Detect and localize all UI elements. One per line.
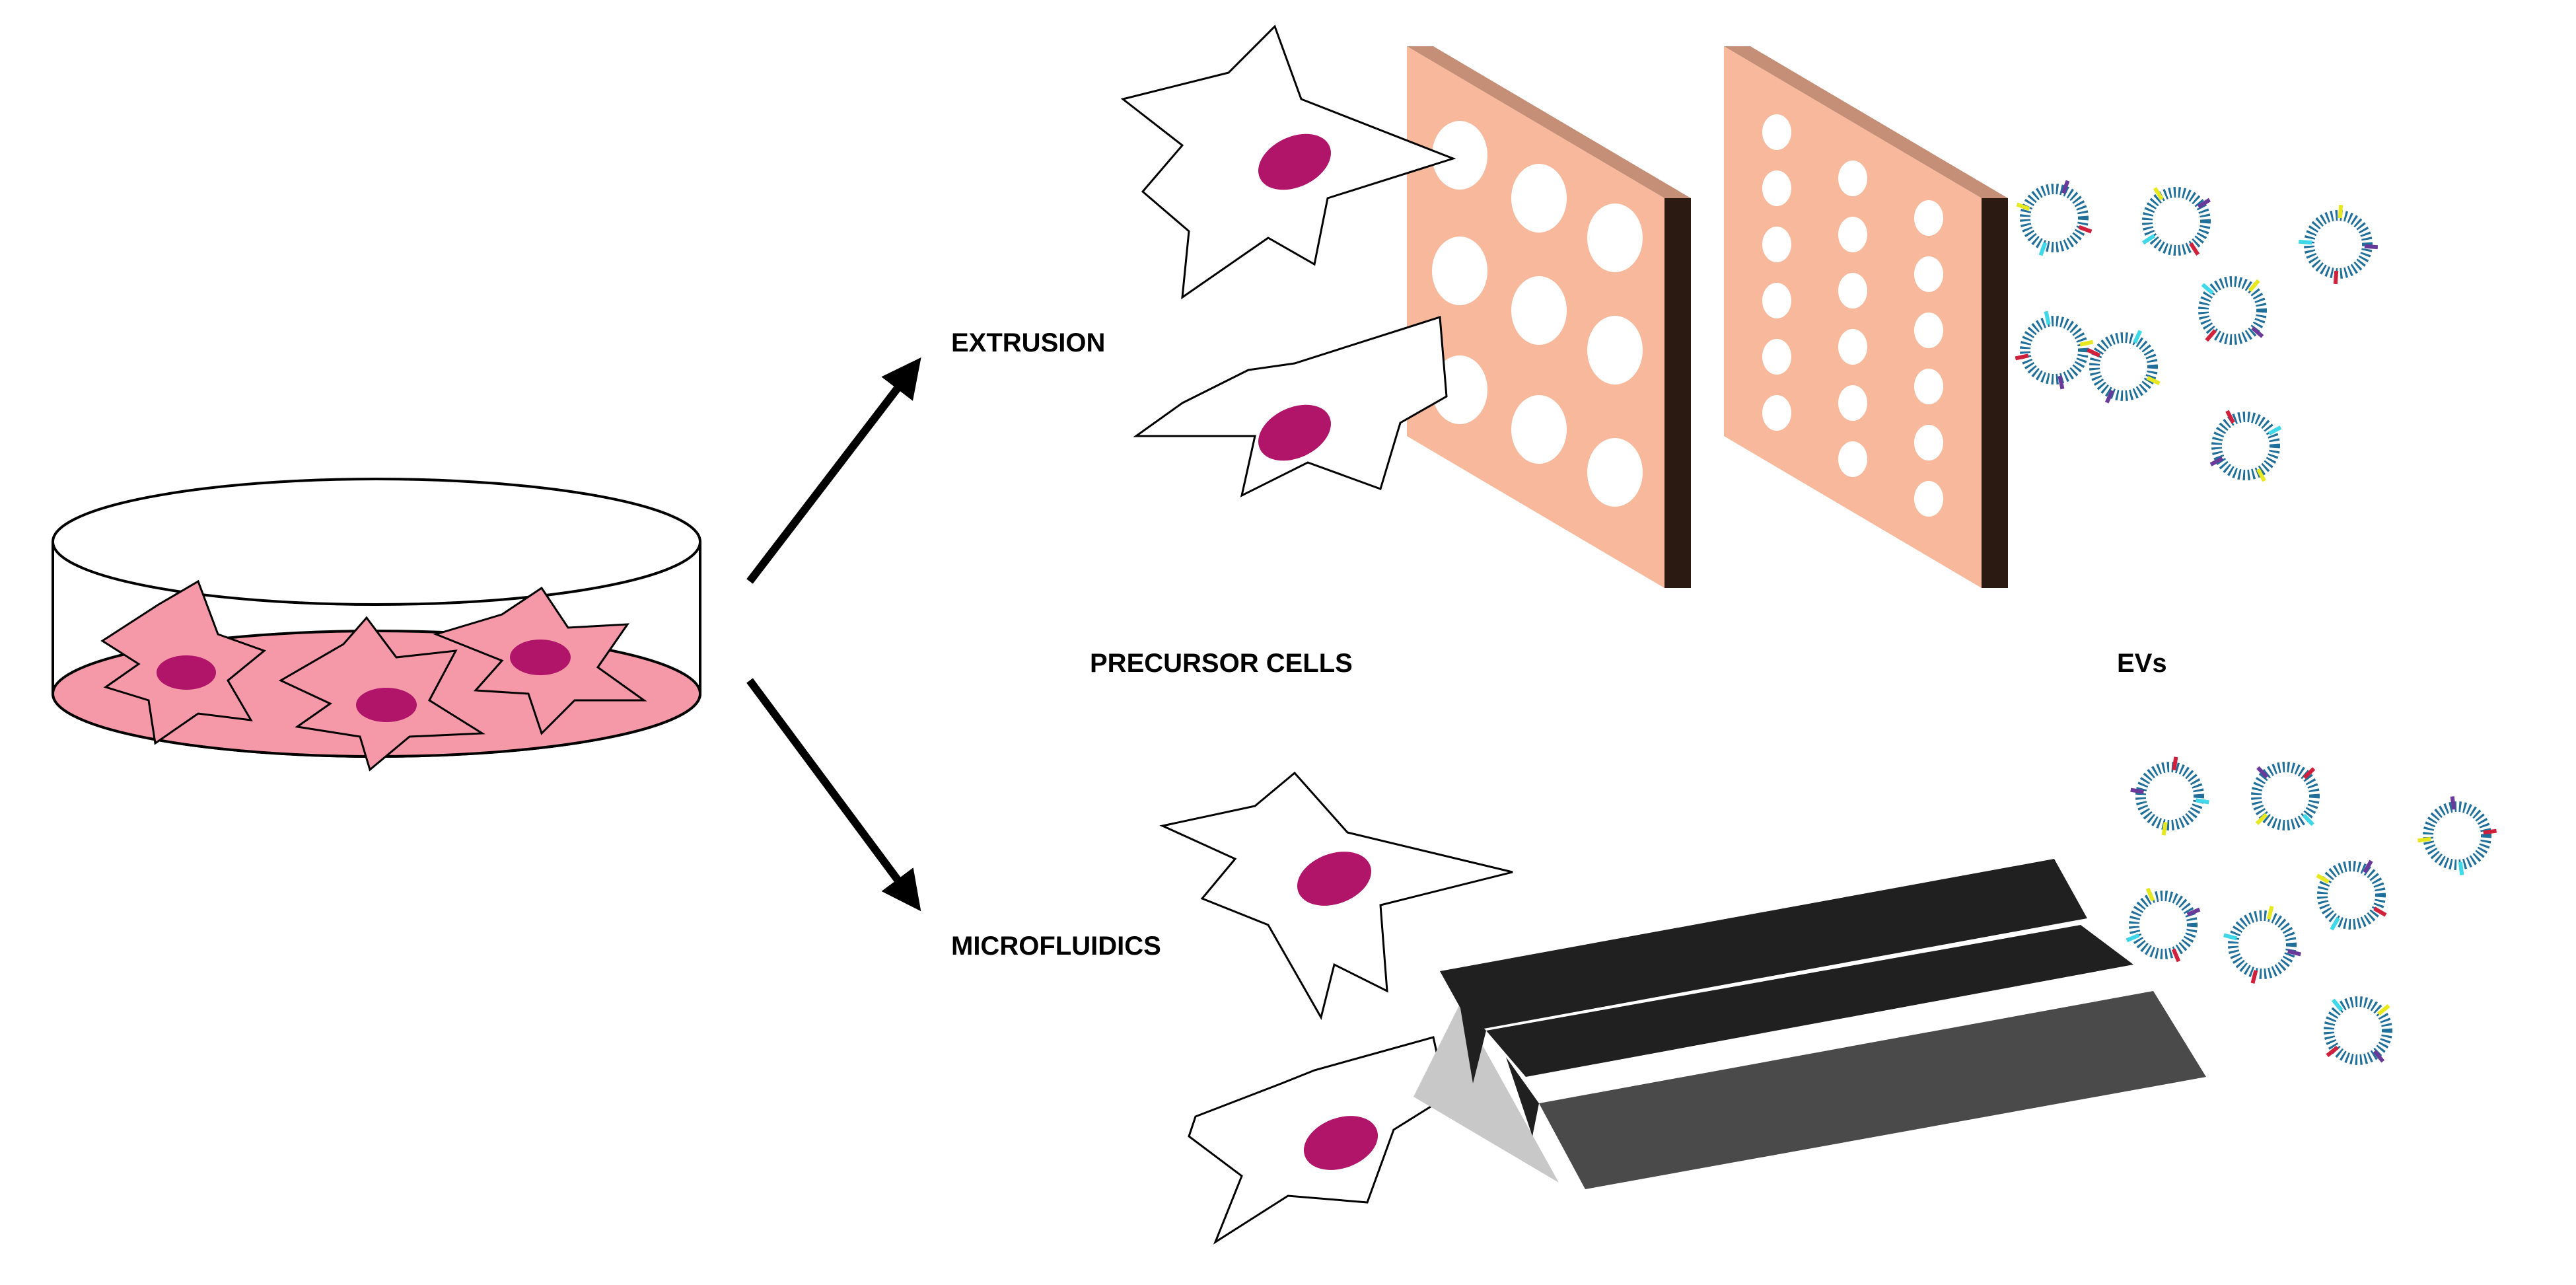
dish-rim (52, 478, 701, 606)
extracellular-vesicle (2298, 204, 2379, 285)
extracellular-vesicle (2324, 996, 2392, 1065)
extracellular-vesicle (2198, 276, 2267, 345)
extracellular-vesicle (2087, 330, 2161, 404)
dish-cells (100, 579, 647, 772)
extracellular-vesicle (2223, 906, 2301, 984)
precursor-cell (1188, 1036, 1448, 1245)
precursor-cell (1159, 771, 1513, 1020)
membrane-small-pores (1724, 46, 2008, 588)
extracellular-vesicle (2142, 187, 2211, 256)
extracellular-vesicle (2417, 796, 2497, 875)
extracellular-vesicle (2016, 180, 2093, 256)
extracellular-vesicles (2015, 180, 2497, 1065)
arrow-to-extrusion (746, 357, 921, 584)
label-precursor-cells: PRECURSOR CELLS (1090, 649, 1353, 678)
extracellular-vesicle (2126, 887, 2201, 963)
extracellular-vesicle (2251, 762, 2320, 830)
extracellular-vesicle (2130, 756, 2209, 836)
label-extrusion: EXTRUSION (951, 328, 1105, 357)
precursor-cell (1133, 316, 1448, 497)
extracellular-vesicle (2015, 311, 2094, 390)
extracellular-vesicle (2316, 860, 2387, 931)
membrane-large-pores (1407, 46, 1691, 588)
microfluidic-chip (1413, 859, 2206, 1189)
label-microfluidics: MICROFLUIDICS (951, 932, 1161, 961)
extracellular-vesicle (2209, 410, 2282, 482)
arrow-to-microfluidics (746, 678, 921, 912)
label-evs: EVs (2117, 649, 2167, 678)
precursor-cell (1120, 24, 1456, 300)
